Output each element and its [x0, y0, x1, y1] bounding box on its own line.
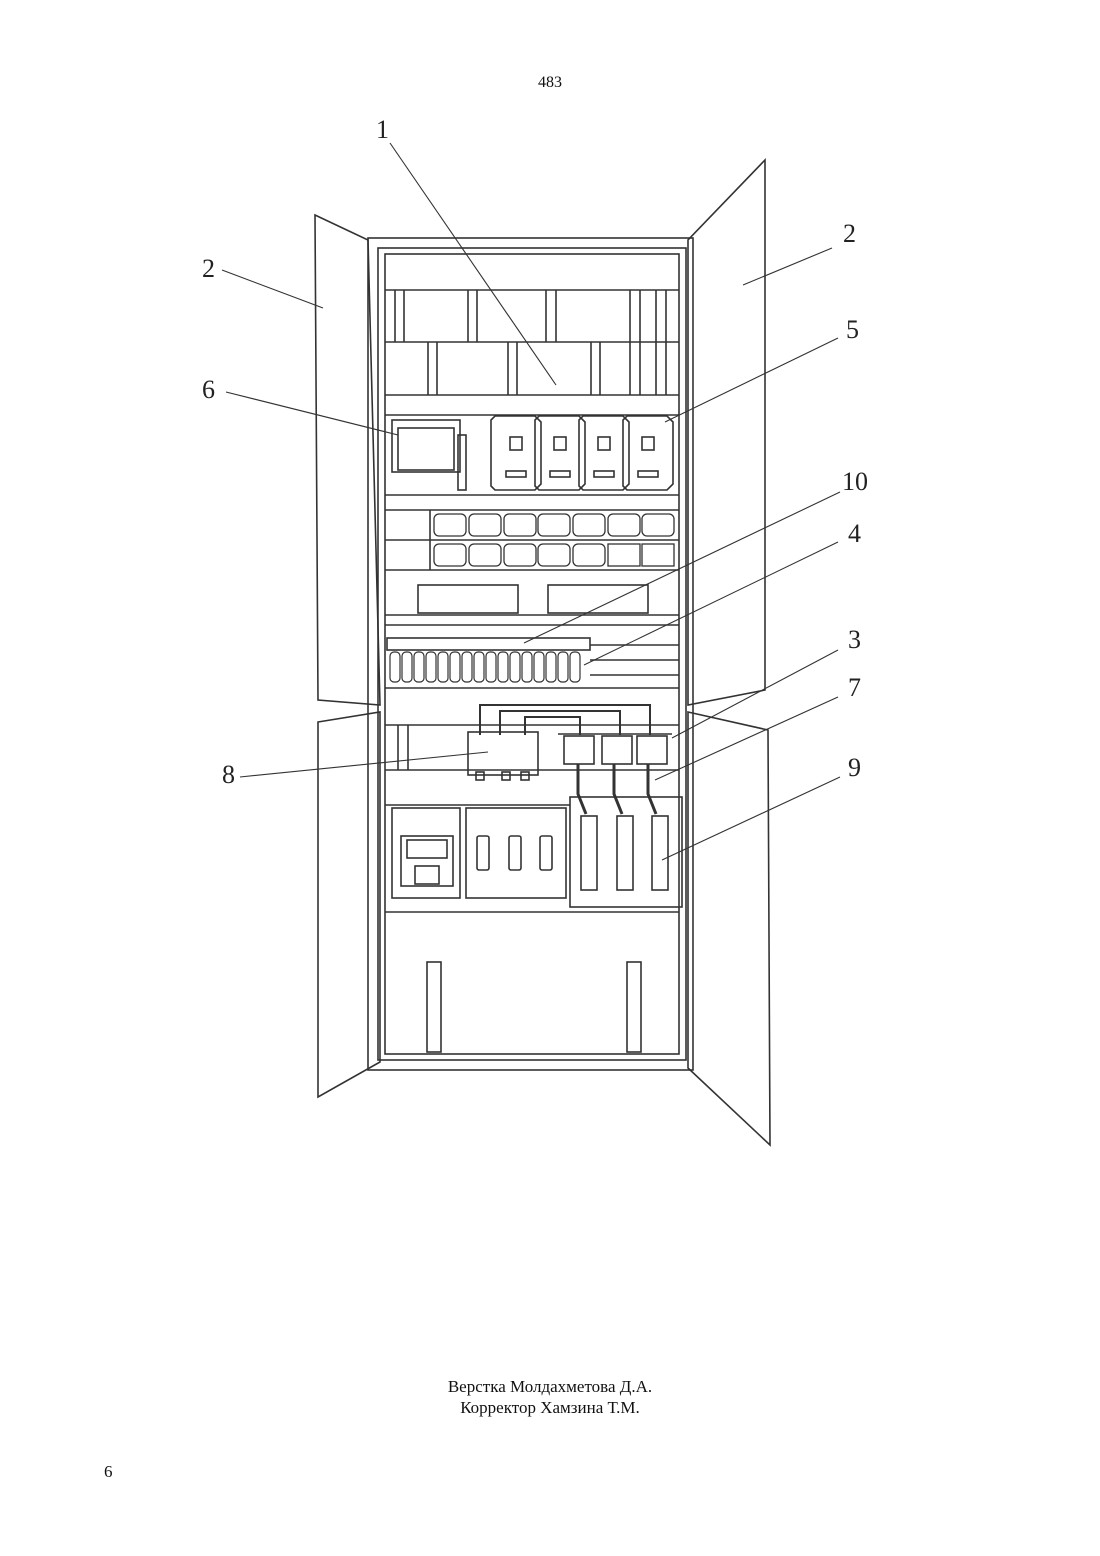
- callout-3: 3: [848, 625, 861, 654]
- right-door-upper: [688, 160, 765, 705]
- cabinet-frame-outer: [368, 238, 693, 1070]
- callout-9: 9: [848, 753, 861, 782]
- layout-credit: Верстка Молдахметова Д.А.: [0, 1376, 1100, 1397]
- callout-5: 5: [846, 315, 859, 344]
- journal-page-number: 483: [0, 74, 1100, 92]
- left-door-lower: [318, 712, 380, 1097]
- electricity-meter: [401, 836, 453, 886]
- proofreader-credit: Корректор Хамзина Т.М.: [0, 1397, 1100, 1418]
- callout-7: 7: [848, 673, 861, 702]
- disconnector-1: [564, 736, 594, 764]
- cabinet-figure: 1 2 2 5 6 10 4 3 7 8 9: [180, 100, 890, 1160]
- callout-8: 8: [222, 760, 235, 789]
- callout-10: 10: [842, 467, 868, 496]
- disconnector-3: [637, 736, 667, 764]
- callout-2-right: 2: [843, 219, 856, 248]
- disconnector-2: [602, 736, 632, 764]
- callout-2-left: 2: [202, 254, 215, 283]
- terminal-blocks: [390, 652, 580, 682]
- callout-6: 6: [202, 375, 215, 404]
- left-door-upper: [315, 215, 380, 705]
- credits: Верстка Молдахметова Д.А. Корректор Хамз…: [0, 1376, 1100, 1418]
- page-number: 6: [104, 1462, 113, 1482]
- right-door-lower: [688, 712, 770, 1145]
- callout-4: 4: [848, 519, 861, 548]
- cabinet-drawing: 1 2 2 5 6 10 4 3 7 8 9: [180, 100, 890, 1160]
- terminal-strip: [387, 638, 590, 650]
- callout-1: 1: [376, 115, 389, 144]
- breakers-5: [491, 416, 673, 490]
